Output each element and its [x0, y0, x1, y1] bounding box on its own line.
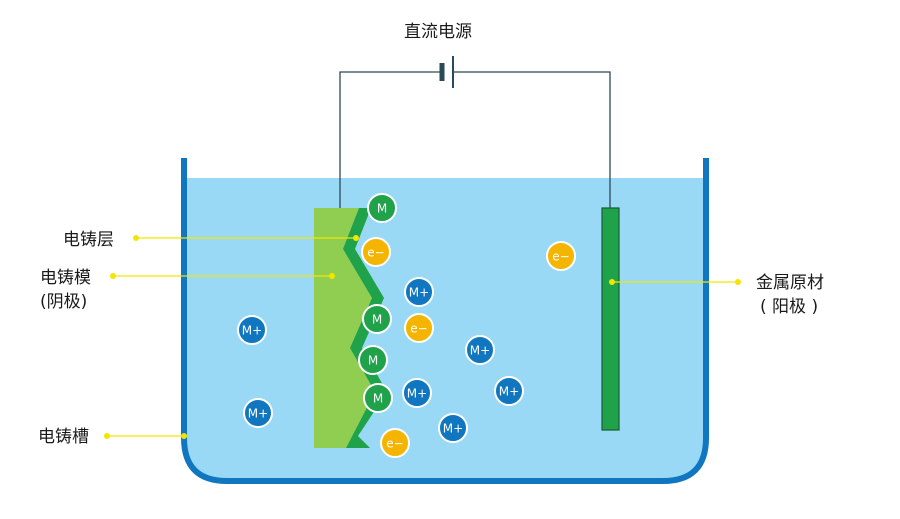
svg-text:M+: M+ [470, 344, 490, 358]
label-anode-line2: ( 阳极 ) [760, 297, 818, 317]
svg-text:M+: M+ [443, 422, 463, 436]
label-mold-line2: (阴极) [40, 292, 87, 312]
metal-ion: M+ [494, 376, 524, 406]
leader-anode [609, 279, 741, 285]
tank-wall [181, 158, 709, 484]
label-deposit-layer: 电铸层 [63, 230, 114, 250]
electron: e− [546, 241, 576, 271]
svg-text:M: M [368, 354, 378, 368]
electron: e− [361, 237, 391, 267]
power-source-title: 直流电源 [404, 22, 472, 42]
metal-ion: M+ [402, 378, 432, 408]
svg-text:M+: M+ [409, 286, 429, 300]
anode-metal-bar [601, 207, 620, 431]
svg-text:M+: M+ [499, 385, 519, 399]
metal-ion: M+ [404, 277, 434, 307]
svg-text:M+: M+ [407, 387, 427, 401]
metal-ion: M+ [438, 413, 468, 443]
label-tank: 电铸槽 [38, 427, 89, 447]
label-anode-line1: 金属原材 [756, 273, 824, 293]
metal-atom: M [362, 304, 392, 334]
leader-deposit-layer [133, 235, 359, 241]
metal-atom: M [367, 193, 397, 223]
label-mold-line1: 电铸模 [40, 268, 91, 288]
metal-atom: M [363, 383, 393, 413]
electron: e− [404, 313, 434, 343]
svg-text:M: M [372, 313, 382, 327]
mold-cathode [314, 208, 375, 448]
metal-ion: M+ [237, 315, 267, 345]
metal-ion: M+ [465, 335, 495, 365]
wire-left [339, 71, 441, 208]
svg-text:e−: e− [367, 246, 384, 260]
svg-text:e−: e− [552, 250, 569, 264]
svg-text:M: M [377, 202, 387, 216]
leader-tank [104, 433, 187, 439]
wire-right [453, 71, 611, 210]
svg-text:M+: M+ [242, 324, 262, 338]
metal-atom: M [358, 345, 388, 375]
svg-text:e−: e− [386, 437, 403, 451]
svg-text:M: M [373, 392, 383, 406]
svg-text:e−: e− [410, 322, 427, 336]
leader-mold [110, 273, 335, 279]
electron: e− [380, 428, 410, 458]
metal-ion: M+ [243, 398, 273, 428]
svg-text:M+: M+ [248, 407, 268, 421]
